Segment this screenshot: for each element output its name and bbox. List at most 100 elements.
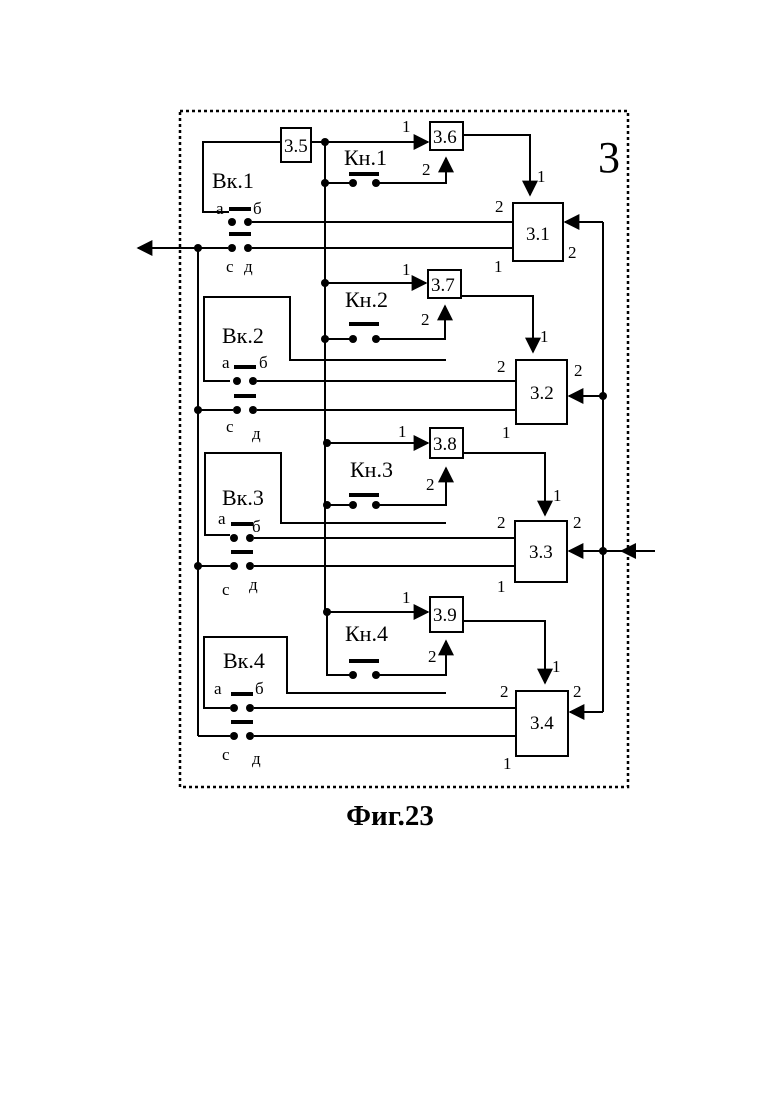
pin-label: с [222, 580, 230, 599]
section-4: 1 3.9 1 Кн.4 2 Вк.4 а б с д 2 1 3.4 2 [198, 588, 603, 773]
switch-vk1-label: Вк.1 [212, 168, 254, 193]
contact [372, 671, 380, 679]
contact [230, 562, 238, 570]
pin-label: 1 [402, 117, 411, 136]
switch-vk3-bar [231, 550, 253, 554]
pin-label: д [249, 575, 258, 594]
button-kn2-bar [349, 322, 379, 326]
button-kn4-bar [349, 659, 379, 663]
pin-label: б [253, 199, 262, 218]
pin-label: с [222, 745, 230, 764]
contact [246, 562, 254, 570]
wire [463, 453, 545, 515]
pin-label: 2 [428, 647, 437, 666]
block-3-4-label: 3.4 [530, 713, 554, 734]
block-3-5-label: 3.5 [284, 136, 308, 157]
switch-vk2-label: Вк.2 [222, 323, 264, 348]
block-3-8-label: 3.8 [433, 434, 457, 455]
pin-label: б [252, 517, 261, 536]
contact [246, 534, 254, 542]
contact [244, 218, 252, 226]
button-kn3-bar [349, 493, 379, 497]
contact [349, 671, 357, 679]
pin-label: 2 [421, 310, 430, 329]
button-kn1-bar [349, 172, 379, 176]
contact [246, 732, 254, 740]
switch-vk4-label: Вк.4 [223, 648, 265, 673]
wire [461, 296, 533, 352]
pin-label: 2 [495, 197, 504, 216]
pin-label: 1 [540, 327, 549, 346]
switch-vk1-bar [229, 207, 251, 211]
pin-label: 1 [537, 167, 546, 186]
switch-vk4-bar [231, 692, 253, 696]
block-3-7-label: 3.7 [431, 275, 455, 296]
contact [230, 732, 238, 740]
button-kn1-label: Кн.1 [344, 145, 387, 170]
contact [244, 244, 252, 252]
section-1: 3.5 1 3.6 1 Кн.1 2 Вк.1 а б с д 2 1 [138, 117, 603, 276]
wire [463, 135, 530, 195]
pin-label: д [244, 257, 253, 276]
pin-label: 1 [503, 754, 512, 773]
contact [233, 377, 241, 385]
pin-label: 2 [497, 357, 506, 376]
block-3-2-label: 3.2 [530, 383, 554, 404]
pin-label: 1 [402, 588, 411, 607]
contact [372, 335, 380, 343]
pin-label: а [222, 353, 230, 372]
button-kn2-label: Кн.2 [345, 287, 388, 312]
pin-label: с [226, 417, 234, 436]
pin-label: 2 [568, 243, 577, 262]
contact [249, 406, 257, 414]
pin-label: д [252, 749, 261, 768]
pin-label: 2 [500, 682, 509, 701]
pin-label: 1 [402, 260, 411, 279]
contact [249, 377, 257, 385]
pin-label: 2 [573, 513, 582, 532]
figure-caption: Фиг.23 [0, 800, 780, 833]
wire [379, 306, 445, 339]
pin-label: с [226, 257, 234, 276]
section-2: 1 3.7 1 Кн.2 2 Вк.2 а б с д 2 3.2 2 [194, 260, 607, 443]
block-3-3-label: 3.3 [529, 542, 553, 563]
pin-label: 2 [426, 475, 435, 494]
contact [233, 406, 241, 414]
button-kn3-label: Кн.3 [350, 457, 393, 482]
contact [372, 501, 380, 509]
pin-label: 1 [398, 422, 407, 441]
frame-label: 3 [598, 133, 620, 182]
pin-label: а [214, 679, 222, 698]
pin-label: 2 [574, 361, 583, 380]
pin-label: а [218, 509, 226, 528]
pin-label: 1 [494, 257, 503, 276]
contact [230, 704, 238, 712]
section-3: 1 1 3.8 1 Кн.3 2 Вк.3 а б с д 2 1 3.3 [194, 422, 655, 599]
block-3-9-label: 3.9 [433, 605, 457, 626]
contact [372, 179, 380, 187]
switch-vk3-bar [231, 522, 253, 526]
switch-vk1-bar [229, 232, 251, 236]
pin-label: 1 [497, 577, 506, 596]
pin-label: б [259, 353, 268, 372]
switch-vk3-label: Вк.3 [222, 485, 264, 510]
block-3-6-label: 3.6 [433, 127, 457, 148]
wire [379, 158, 446, 183]
switch-vk2-bar [234, 365, 256, 369]
switch-vk4-bar [231, 720, 253, 724]
pin-label: 2 [497, 513, 506, 532]
pin-label: 1 [502, 423, 511, 442]
pin-label: 1 [553, 486, 562, 505]
contact [228, 218, 236, 226]
contact [349, 179, 357, 187]
wire [463, 621, 545, 683]
pin-label: 2 [422, 160, 431, 179]
pin-label: 1 [552, 657, 561, 676]
block-3-1-label: 3.1 [526, 224, 550, 245]
contact [228, 244, 236, 252]
contact [230, 534, 238, 542]
button-kn4-label: Кн.4 [345, 621, 388, 646]
contact [349, 501, 357, 509]
contact [246, 704, 254, 712]
